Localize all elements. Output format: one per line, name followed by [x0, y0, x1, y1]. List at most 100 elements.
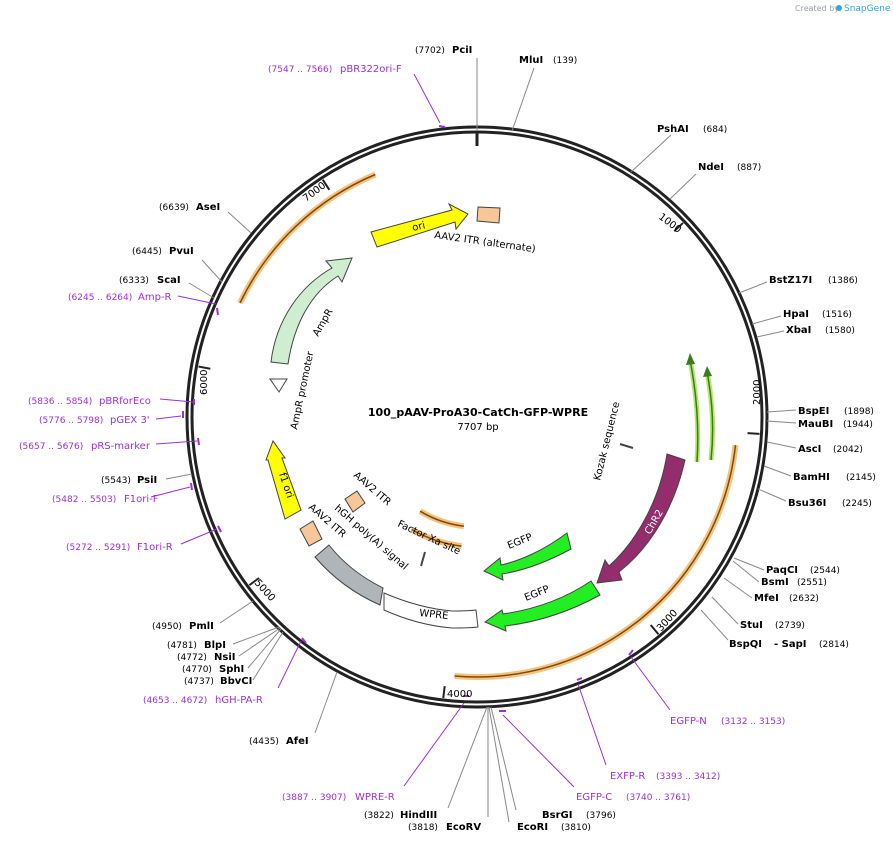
enzyme-name[interactable]: BspQI	[729, 639, 762, 650]
leader-line	[155, 415, 182, 420]
ampr-promoter-feature[interactable]	[269, 378, 288, 393]
primer-pos: (3393 .. 3412)	[656, 772, 720, 782]
tick-mark	[649, 624, 660, 635]
primer-name[interactable]: F1ori-R	[137, 542, 173, 553]
enzyme-name[interactable]: AfeI	[286, 736, 309, 747]
leader-line	[277, 640, 302, 689]
leader-line	[188, 282, 215, 299]
primer-pos: (3887 .. 3907)	[282, 793, 346, 803]
green-arc-2-core	[706, 371, 714, 461]
enzyme-name[interactable]: Bsu36I	[788, 498, 826, 509]
enzyme-name[interactable]: HpaI	[783, 309, 809, 320]
primer-name[interactable]: F1ori-F	[124, 494, 159, 505]
leader-line	[577, 683, 607, 766]
enzyme-name[interactable]: AscI	[798, 444, 821, 455]
primer-name[interactable]: Amp-R	[138, 292, 172, 303]
enzyme-pos: (2551)	[797, 578, 827, 588]
enzyme-name[interactable]: BsrGI	[542, 810, 572, 821]
enzyme-name[interactable]: PciI	[452, 45, 472, 56]
primer-name[interactable]: WPRE-R	[355, 792, 395, 803]
enzyme-name-2[interactable]: - SapI	[774, 639, 806, 650]
enzyme-name[interactable]: PmlI	[189, 621, 214, 632]
enzyme-name[interactable]: BbvCI	[220, 676, 252, 687]
enzyme-pos: (1580)	[825, 326, 855, 336]
primer-marks	[182, 125, 634, 712]
enzyme-name[interactable]: MluI	[519, 55, 543, 66]
tick-marks	[198, 179, 760, 699]
enzyme-pos: (6445)	[132, 247, 162, 257]
enzyme-name[interactable]: EcoRI	[517, 822, 548, 833]
leader-line	[700, 609, 729, 641]
enzyme-name[interactable]: AseI	[196, 202, 220, 213]
factor-xa-feature[interactable]	[420, 551, 426, 567]
primer-name[interactable]: EXFP-R	[610, 771, 645, 782]
leader-line	[711, 596, 739, 625]
leader-line	[738, 281, 768, 294]
wpre-feature[interactable]	[383, 592, 479, 629]
enzyme-name[interactable]: BsmI	[761, 577, 789, 588]
leader-line	[502, 714, 575, 788]
primer-pos: (3132 .. 3153)	[721, 717, 785, 727]
enzyme-name[interactable]: MauBI	[798, 419, 833, 430]
brand-name: SnapGene	[844, 4, 891, 14]
enzyme-name[interactable]: BamHI	[793, 472, 830, 483]
primer-name[interactable]: pGEX 3'	[110, 415, 150, 426]
enzyme-name[interactable]: SphI	[219, 664, 244, 675]
feature-label-ampr-promoter: AmpR promoter	[289, 350, 316, 431]
primer-name[interactable]: pRS-marker	[91, 441, 151, 452]
leader-line	[766, 420, 797, 424]
enzyme-name[interactable]: PvuI	[169, 246, 194, 257]
enzyme-name[interactable]: MfeI	[754, 593, 779, 604]
leader-line	[630, 134, 672, 173]
primer-pos: (5836 .. 5854)	[28, 397, 92, 407]
enzyme-name[interactable]: StuI	[740, 620, 763, 631]
enzyme-pos: (6639)	[159, 203, 189, 213]
primer-name[interactable]: EGFP-C	[576, 792, 612, 803]
enzyme-name[interactable]: XbaI	[786, 325, 811, 336]
primer-mark	[216, 307, 219, 316]
leader-line	[766, 441, 797, 449]
aav2-itr-feature-2[interactable]	[299, 520, 323, 547]
enzyme-name[interactable]: BspEI	[798, 406, 829, 417]
snapgene-logo-icon	[836, 5, 842, 11]
enzyme-name[interactable]: PaqCI	[766, 565, 798, 576]
leader-line	[751, 315, 782, 325]
enzyme-name[interactable]: BstZ17I	[769, 275, 812, 286]
tick-mark	[442, 685, 446, 699]
enzyme-name[interactable]: HindIII	[400, 810, 437, 821]
egfp-feature-2[interactable]	[483, 580, 601, 632]
backbone-inner	[190, 130, 764, 704]
primer-mark	[438, 125, 446, 128]
leader-line	[314, 671, 338, 734]
ampr-feature[interactable]	[270, 257, 353, 365]
primer-name[interactable]: pBRforEco	[99, 396, 151, 407]
kozak-feature[interactable]	[619, 443, 634, 449]
enzyme-pos: (2544)	[810, 566, 840, 576]
primer-pos: (5272 .. 5291)	[66, 543, 130, 553]
primer-name[interactable]: hGH-PA-R	[215, 695, 263, 706]
aav2-itr-alt-feature[interactable]	[476, 206, 501, 224]
hgh-polya-feature[interactable]	[314, 544, 384, 606]
enzyme-name[interactable]: NdeI	[698, 162, 724, 173]
enzyme-name[interactable]: PsiI	[137, 475, 157, 486]
leader-line	[756, 330, 785, 338]
enzyme-name[interactable]: PshAI	[657, 124, 689, 135]
egfp-feature[interactable]	[483, 532, 572, 581]
f1-ori-feature[interactable]	[265, 439, 302, 520]
chr2-feature[interactable]	[596, 453, 686, 584]
tick-label: 5000	[252, 578, 277, 604]
aav2-itr-feature[interactable]	[344, 490, 366, 513]
enzyme-name[interactable]: BlpI	[204, 640, 226, 651]
enzyme-pos: (1516)	[822, 310, 852, 320]
primer-name[interactable]: EGFP-N	[670, 716, 707, 727]
feature-label-egfp-1: EGFP	[506, 532, 534, 552]
ori-feature[interactable]	[370, 202, 469, 248]
leader-line	[757, 488, 787, 502]
enzyme-name[interactable]: ScaI	[157, 275, 181, 286]
enzyme-pos: (7702)	[415, 46, 445, 56]
enzyme-name[interactable]: NsiI	[214, 652, 235, 663]
enzyme-pos: (3810)	[561, 823, 591, 833]
primer-name[interactable]: pBR322ori-F	[340, 64, 402, 75]
enzyme-name[interactable]: EcoRV	[446, 822, 481, 833]
